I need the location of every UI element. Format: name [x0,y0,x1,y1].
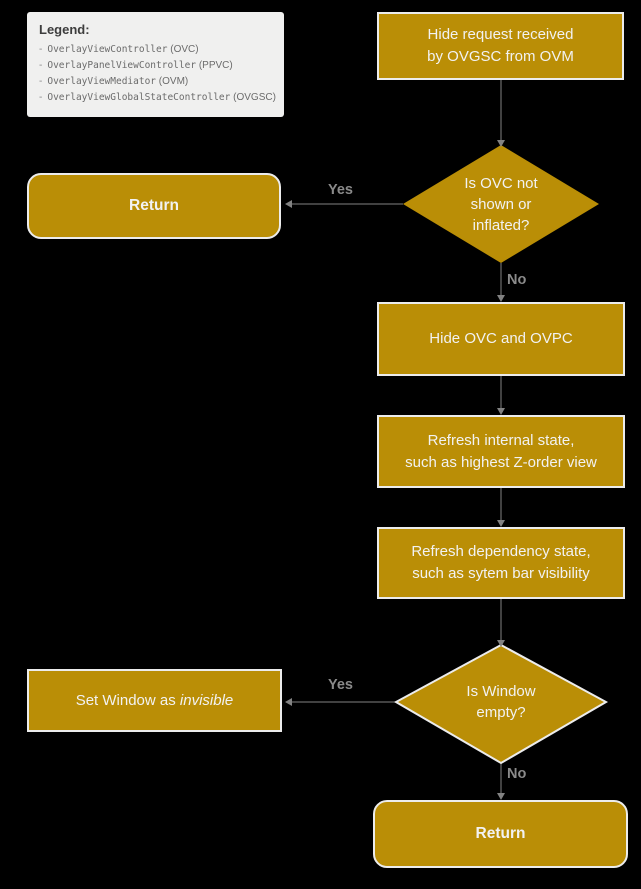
return-node-top: Return [27,173,281,239]
legend-item-ovc: -OverlayViewController (OVC) [39,44,199,55]
legend-title: Legend: [39,22,90,37]
arrowhead-set-window [285,698,292,706]
arrowhead-refresh-internal [497,408,505,415]
edge-label-no1: No [507,272,527,288]
start-node: Hide request received by OVGSC from OVM [377,12,624,80]
legend-item-ovm: -OverlayViewMediator (OVM) [39,76,189,87]
arrowhead-decision1 [497,140,505,147]
arrowhead-hide-ovc [497,295,505,302]
legend-bullet: - [39,44,43,55]
refresh-dependency-state-node: Refresh dependency state, such as sytem … [377,527,625,599]
legend-bullet: - [39,92,43,103]
decision-ovc-shown-diamond [403,145,599,263]
legend-item-ppvc: -OverlayPanelViewController (PPVC) [39,60,233,71]
decision-window-empty-label: Is Window empty? [466,683,536,721]
arrowhead-refresh-dependency [497,520,505,527]
arrowhead-decision2 [497,640,505,647]
legend-bullet: - [39,60,43,71]
legend-bullet: - [39,76,43,87]
hide-ovc-ovpc-node: Hide OVC and OVPC [377,302,625,376]
arrowhead-return-bottom [497,793,505,800]
legend-item-ovgsc: -OverlayViewGlobalStateController (OVGSC… [39,92,276,103]
refresh-internal-state-node: Refresh internal state, such as highest … [377,415,625,488]
set-window-invisible-node: Set Window as invisible [27,669,282,732]
edge-label-no2: No [507,766,527,782]
edge-label-yes2: Yes [328,677,353,693]
return-node-bottom: Return [373,800,628,868]
decision-window-empty-diamond [393,643,609,765]
decision-ovc-shown-label: Is OVC not shown or inflated? [464,174,538,234]
legend: Legend: -OverlayViewController (OVC) -Ov… [27,12,284,117]
arrowhead-return-top [285,200,292,208]
edge-label-yes1: Yes [328,182,353,198]
